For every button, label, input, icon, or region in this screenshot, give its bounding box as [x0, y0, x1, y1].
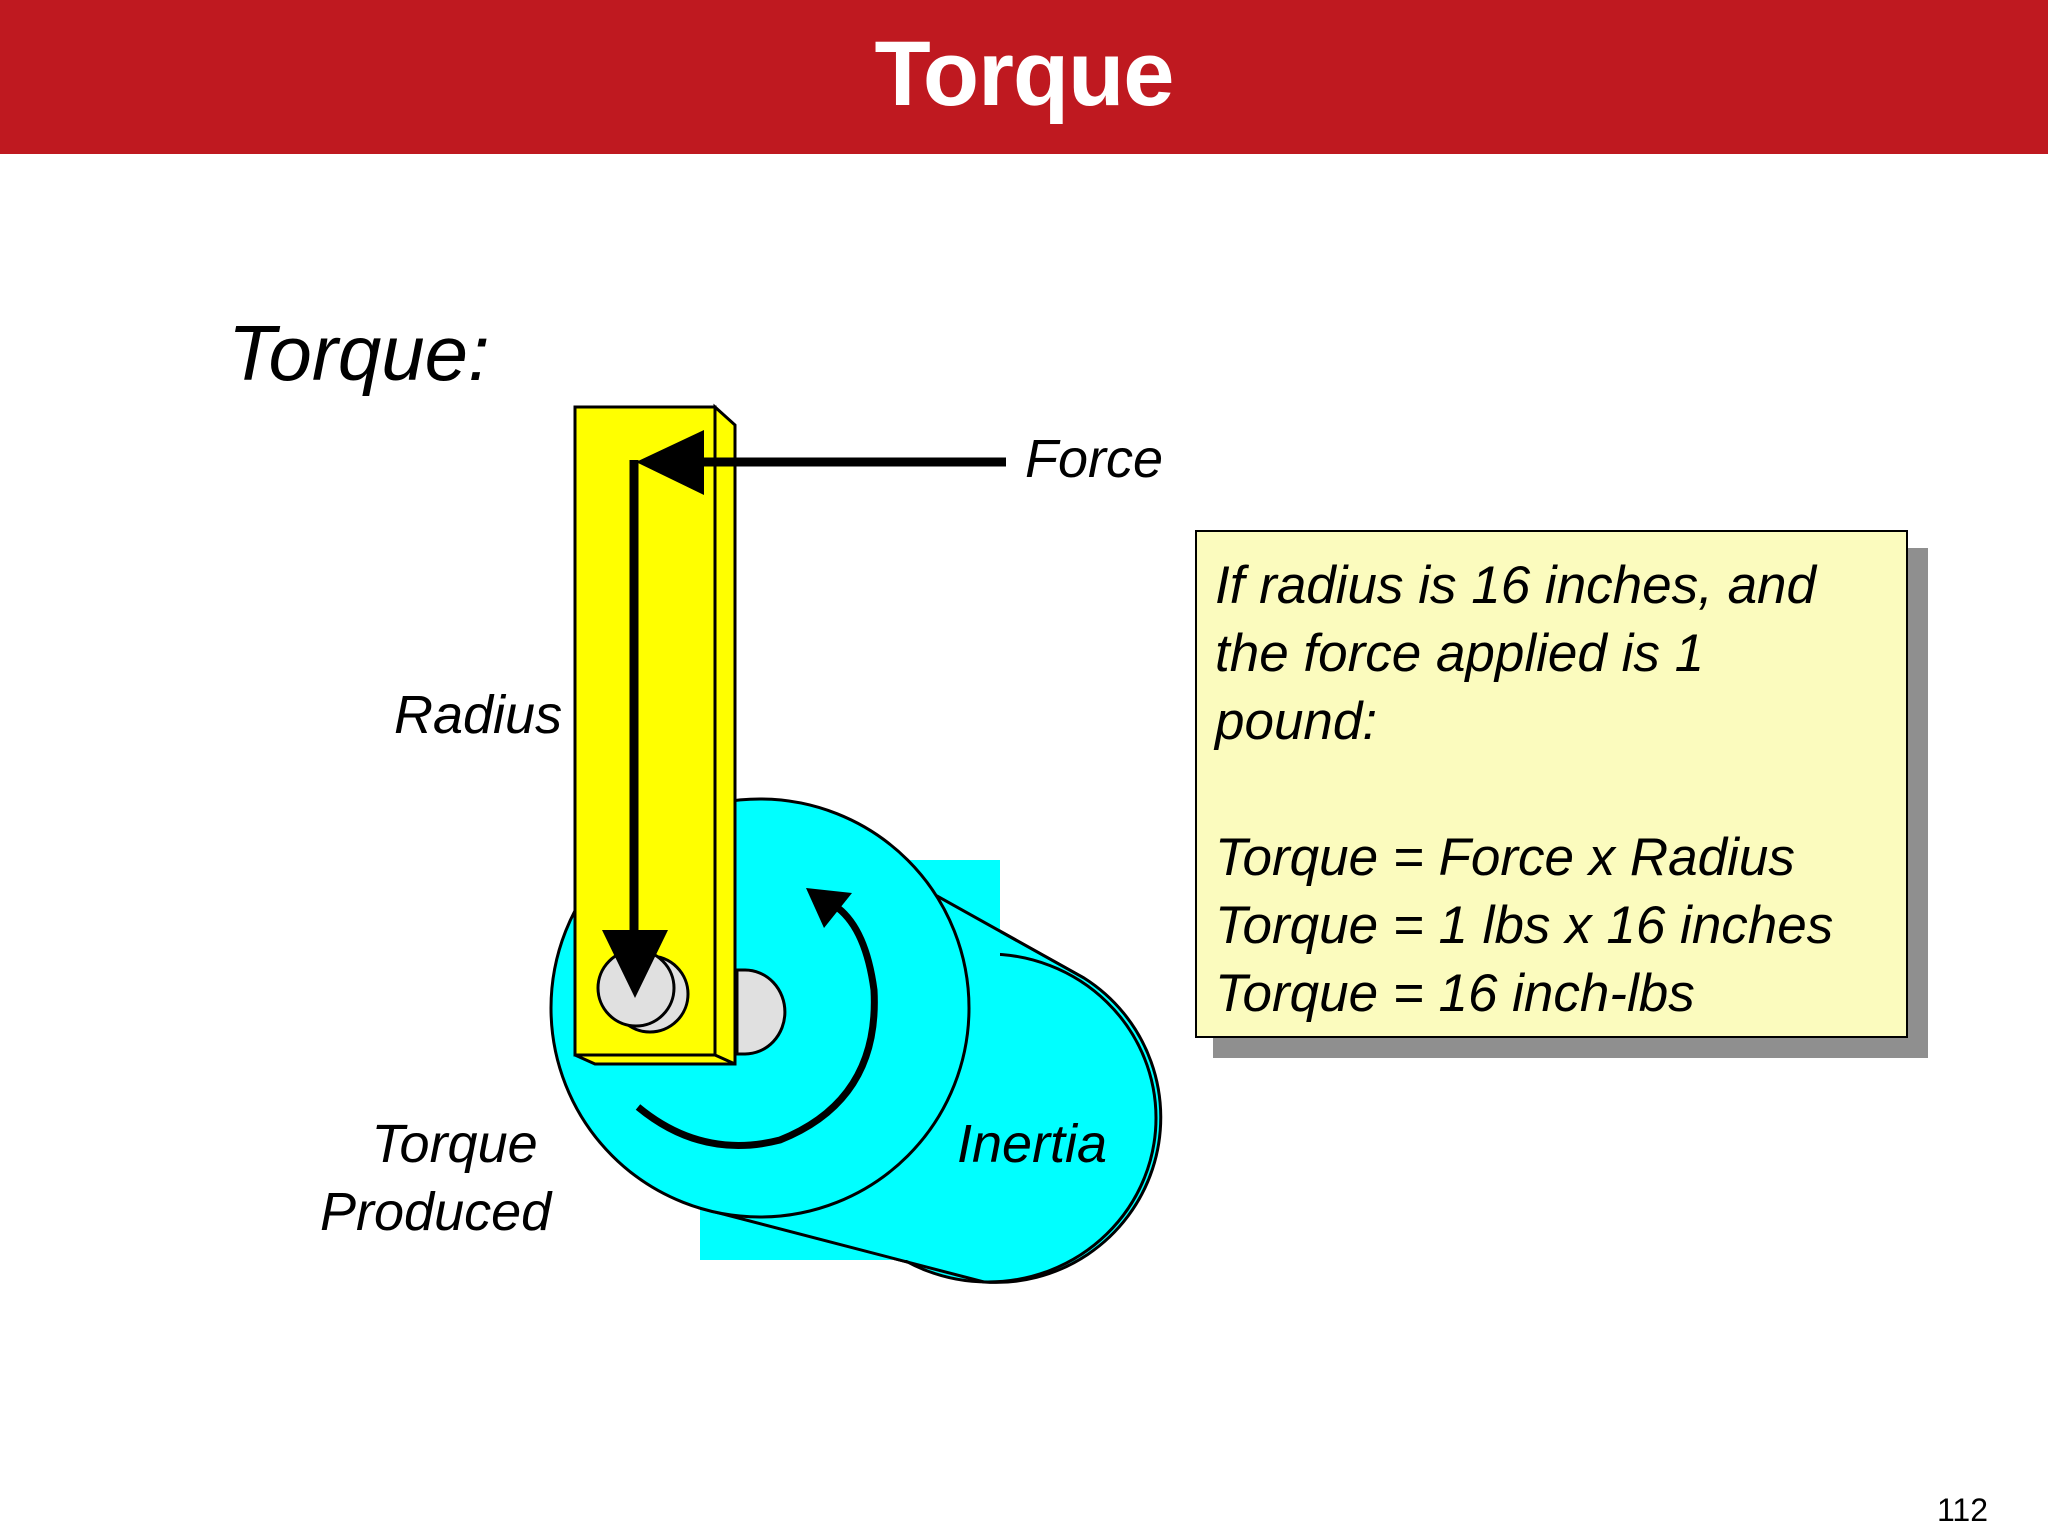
torque-produced-label: Torque Produced — [320, 1110, 551, 1246]
rotation-arrow-head — [806, 888, 852, 928]
page-number: 112 — [1936, 1492, 1988, 1528]
lever-front — [573, 405, 717, 1057]
callout-line: the force applied is 1 — [1215, 624, 1705, 683]
equation-line: Torque = 16 inch-lbs — [1215, 964, 1695, 1023]
shaft-hub — [735, 968, 787, 1056]
force-arrow-head — [636, 430, 704, 495]
torque-produced-line2: Produced — [320, 1182, 552, 1242]
callout-line: If radius is 16 inches, and — [1215, 556, 1817, 615]
rotation-arrow-path — [635, 905, 878, 1149]
force-label: Force — [1025, 429, 1164, 489]
lever-side — [713, 403, 737, 1066]
callout-line: pound: — [1215, 692, 1378, 751]
callout-gap — [1215, 756, 1906, 824]
section-heading: Torque: — [228, 309, 490, 397]
torque-produced-line1: Torque — [371, 1114, 538, 1174]
slide-title: Torque — [874, 22, 1175, 125]
equation-line: Torque = 1 lbs x 16 inches — [1215, 896, 1834, 955]
title-bar: Torque — [0, 0, 2048, 154]
callout-box: If radius is 16 inches, and the force ap… — [1195, 530, 1908, 1038]
inertia-label: Inertia — [957, 1114, 1108, 1174]
radius-arrow-head — [602, 930, 668, 998]
radius-label: Radius — [394, 685, 563, 745]
equation-line: Torque = Force x Radius — [1215, 828, 1795, 887]
